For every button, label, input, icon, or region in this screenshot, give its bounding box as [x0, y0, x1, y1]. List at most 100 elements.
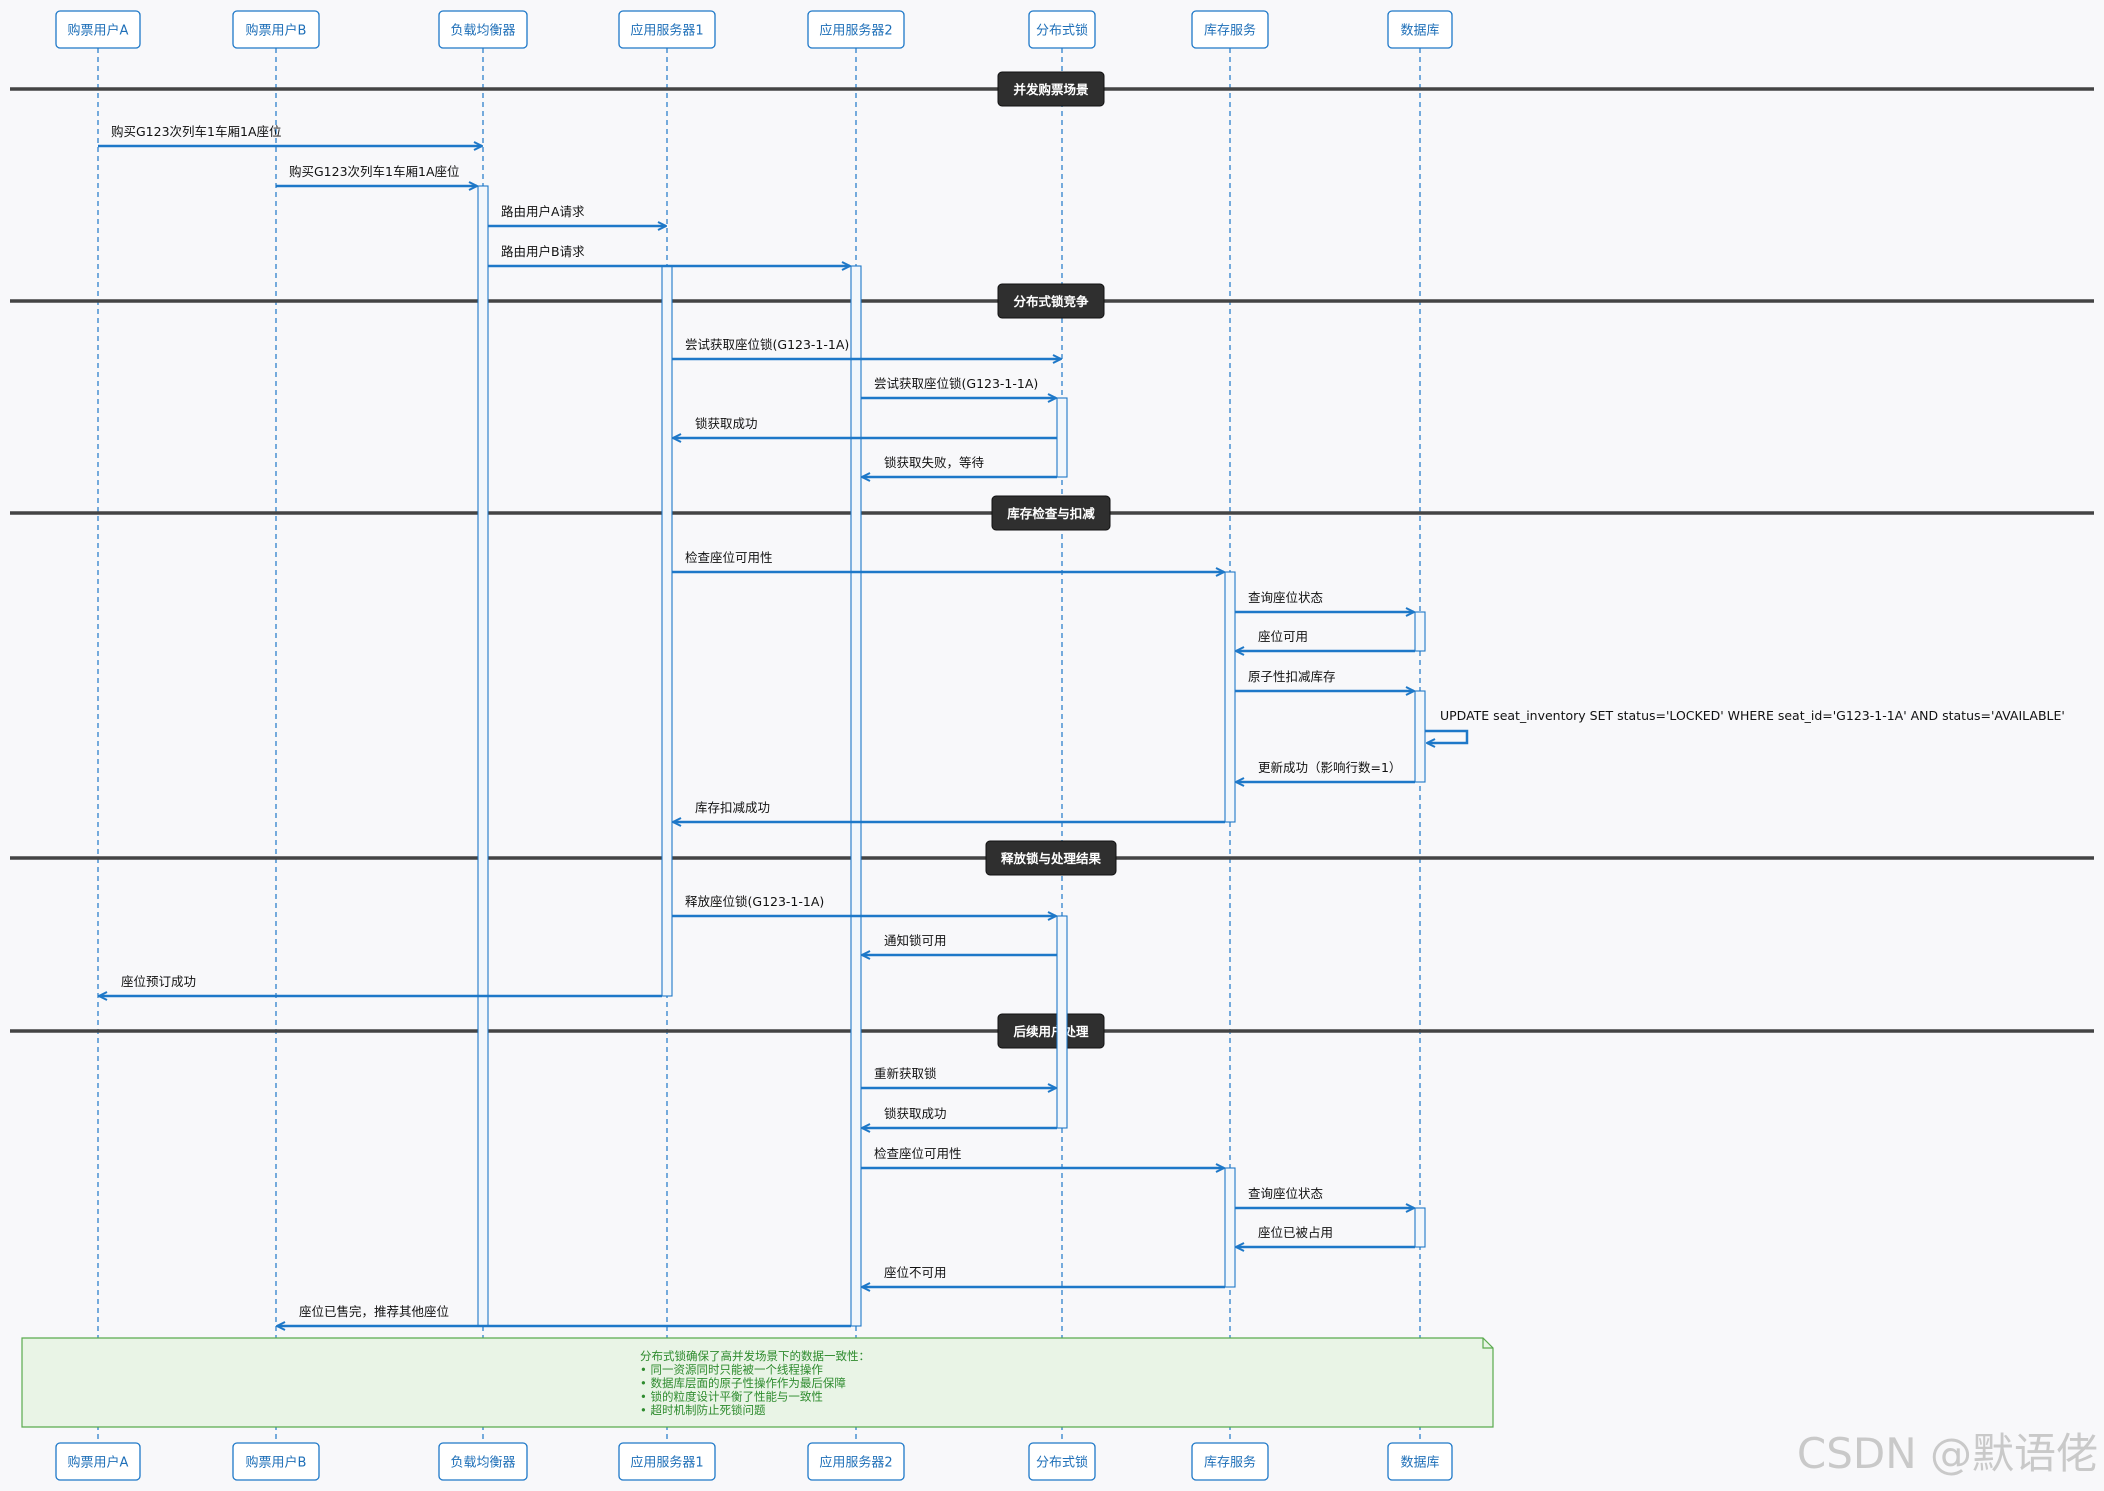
watermark: CSDN @默语佬	[1796, 1429, 2098, 1478]
note-line: • 锁的粒度设计平衡了性能与一致性	[640, 1390, 823, 1404]
message-arrow: UPDATE seat_inventory SET status='LOCKED…	[1425, 708, 2065, 743]
message-label: 锁获取成功	[695, 416, 758, 431]
message-arrow: 通知锁可用	[862, 933, 1057, 955]
participant-label: 分布式锁	[1036, 23, 1088, 39]
message-arrow: 购买G123次列车1车厢1A座位	[276, 164, 477, 186]
message-label: 查询座位状态	[1248, 1186, 1323, 1201]
note-line: • 超时机制防止死锁问题	[640, 1403, 766, 1417]
message-label: 座位已被占用	[1258, 1225, 1333, 1240]
message-label: 锁获取失败，等待	[884, 455, 985, 470]
message-label: 购买G123次列车1车厢1A座位	[289, 164, 460, 179]
message-arrow: 检查座位可用性	[861, 1146, 1224, 1168]
activation-bar-db	[1414, 1207, 1426, 1248]
message-label: 查询座位状态	[1248, 590, 1323, 605]
message-label: UPDATE seat_inventory SET status='LOCKED…	[1440, 708, 2065, 723]
message-label: 检查座位可用性	[685, 550, 773, 565]
message-arrow: 更新成功（影响行数=1）	[1236, 760, 1415, 782]
section-divider: 后续用户处理	[10, 1013, 2094, 1049]
participant-db-top: 数据库	[1387, 10, 1453, 49]
participant-lb-top: 负载均衡器	[438, 10, 528, 49]
participant-label: 库存服务	[1204, 1455, 1256, 1471]
message-label: 释放座位锁(G123-1-1A)	[685, 894, 824, 909]
message-arrow: 查询座位状态	[1235, 590, 1414, 612]
message-arrow: 锁获取成功	[673, 416, 1057, 438]
activation-bar-lock	[1056, 915, 1068, 1129]
activation-bar-lb	[477, 185, 489, 1327]
message-arrow: 锁获取成功	[862, 1106, 1057, 1128]
message-arrow: 重新获取锁	[861, 1066, 1056, 1088]
participant-app2-bottom: 应用服务器2	[807, 1442, 905, 1481]
message-arrow: 查询座位状态	[1235, 1186, 1414, 1208]
message-label: 路由用户A请求	[501, 204, 585, 219]
message-arrow: 座位可用	[1236, 629, 1415, 651]
message-label: 重新获取锁	[874, 1066, 937, 1081]
message-label: 购买G123次列车1车厢1A座位	[111, 124, 282, 139]
participant-inv-top: 库存服务	[1191, 10, 1269, 49]
participant-inv-bottom: 库存服务	[1191, 1442, 1269, 1481]
participant-lock-bottom: 分布式锁	[1028, 1442, 1096, 1481]
section-label: 分布式锁竞争	[1013, 294, 1089, 309]
section-label: 释放锁与处理结果	[1001, 851, 1102, 866]
message-arrow: 座位已售完，推荐其他座位	[277, 1304, 851, 1326]
section-divider: 并发购票场景	[10, 71, 2094, 107]
note: 分布式锁确保了高并发场景下的数据一致性：• 同一资源同时只能被一个线程操作• 数…	[21, 1337, 1494, 1428]
section-divider: 库存检查与扣减	[10, 495, 2094, 531]
activation-bar-inv	[1224, 571, 1236, 823]
participant-label: 数据库	[1400, 23, 1439, 39]
participant-userA-top: 购票用户A	[55, 10, 141, 49]
participant-label: 分布式锁	[1036, 1455, 1088, 1471]
note-line: • 数据库层面的原子性操作作为最后保障	[640, 1376, 846, 1390]
participant-userB-top: 购票用户B	[232, 10, 320, 49]
message-label: 原子性扣减库存	[1248, 669, 1336, 684]
participant-lb-bottom: 负载均衡器	[438, 1442, 528, 1481]
participant-app1-top: 应用服务器1	[618, 10, 716, 49]
activation-bar-app1	[661, 265, 673, 997]
message-arrow: 座位不可用	[862, 1265, 1225, 1287]
message-arrow: 尝试获取座位锁(G123-1-1A)	[861, 376, 1056, 398]
participant-app2-top: 应用服务器2	[807, 10, 905, 49]
message-arrow: 检查座位可用性	[672, 550, 1224, 572]
message-arrow: 路由用户A请求	[488, 204, 666, 226]
message-arrow: 座位已被占用	[1236, 1225, 1415, 1247]
note-line: • 同一资源同时只能被一个线程操作	[640, 1363, 823, 1377]
message-arrow: 原子性扣减库存	[1235, 669, 1414, 691]
message-arrow: 锁获取失败，等待	[862, 455, 1057, 477]
section-label: 并发购票场景	[1013, 82, 1089, 97]
participant-label: 购票用户B	[246, 23, 307, 39]
message-arrow: 座位预订成功	[99, 974, 662, 996]
section-label: 后续用户处理	[1013, 1024, 1089, 1039]
section-label: 库存检查与扣减	[1007, 506, 1095, 521]
participant-label: 购票用户A	[68, 1455, 129, 1471]
participant-userA-bottom: 购票用户A	[55, 1442, 141, 1481]
participant-label: 库存服务	[1204, 23, 1256, 39]
activation-bar-lock	[1056, 397, 1068, 478]
participant-app1-bottom: 应用服务器1	[618, 1442, 716, 1481]
participant-label: 购票用户B	[246, 1455, 307, 1471]
message-label: 锁获取成功	[884, 1106, 947, 1121]
participant-userB-bottom: 购票用户B	[232, 1442, 320, 1481]
activation-bar-db	[1414, 611, 1426, 652]
activation-bar-inv	[1224, 1167, 1236, 1288]
message-arrow: 释放座位锁(G123-1-1A)	[672, 894, 1056, 916]
section-divider: 释放锁与处理结果	[10, 840, 2094, 876]
participant-label: 负载均衡器	[450, 24, 515, 39]
participant-label: 应用服务器2	[819, 1455, 892, 1471]
section-divider: 分布式锁竞争	[10, 283, 2094, 319]
message-arrow: 购买G123次列车1车厢1A座位	[98, 124, 482, 146]
message-label: 座位预订成功	[121, 974, 196, 989]
message-label: 通知锁可用	[884, 933, 947, 948]
message-label: 尝试获取座位锁(G123-1-1A)	[874, 376, 1038, 391]
message-arrow: 库存扣减成功	[673, 800, 1225, 822]
activation-bar-db	[1414, 690, 1426, 783]
participant-db-bottom: 数据库	[1387, 1442, 1453, 1481]
message-label: 尝试获取座位锁(G123-1-1A)	[685, 337, 849, 352]
message-label: 库存扣减成功	[695, 800, 770, 815]
message-arrow: 尝试获取座位锁(G123-1-1A)	[672, 337, 1061, 359]
participant-lock-top: 分布式锁	[1028, 10, 1096, 49]
participant-label: 应用服务器2	[819, 23, 892, 39]
note-line: 分布式锁确保了高并发场景下的数据一致性：	[640, 1349, 870, 1363]
activation-bar-app2	[850, 265, 862, 1327]
participant-label: 应用服务器1	[630, 23, 703, 39]
message-arrow: 路由用户B请求	[488, 244, 850, 266]
